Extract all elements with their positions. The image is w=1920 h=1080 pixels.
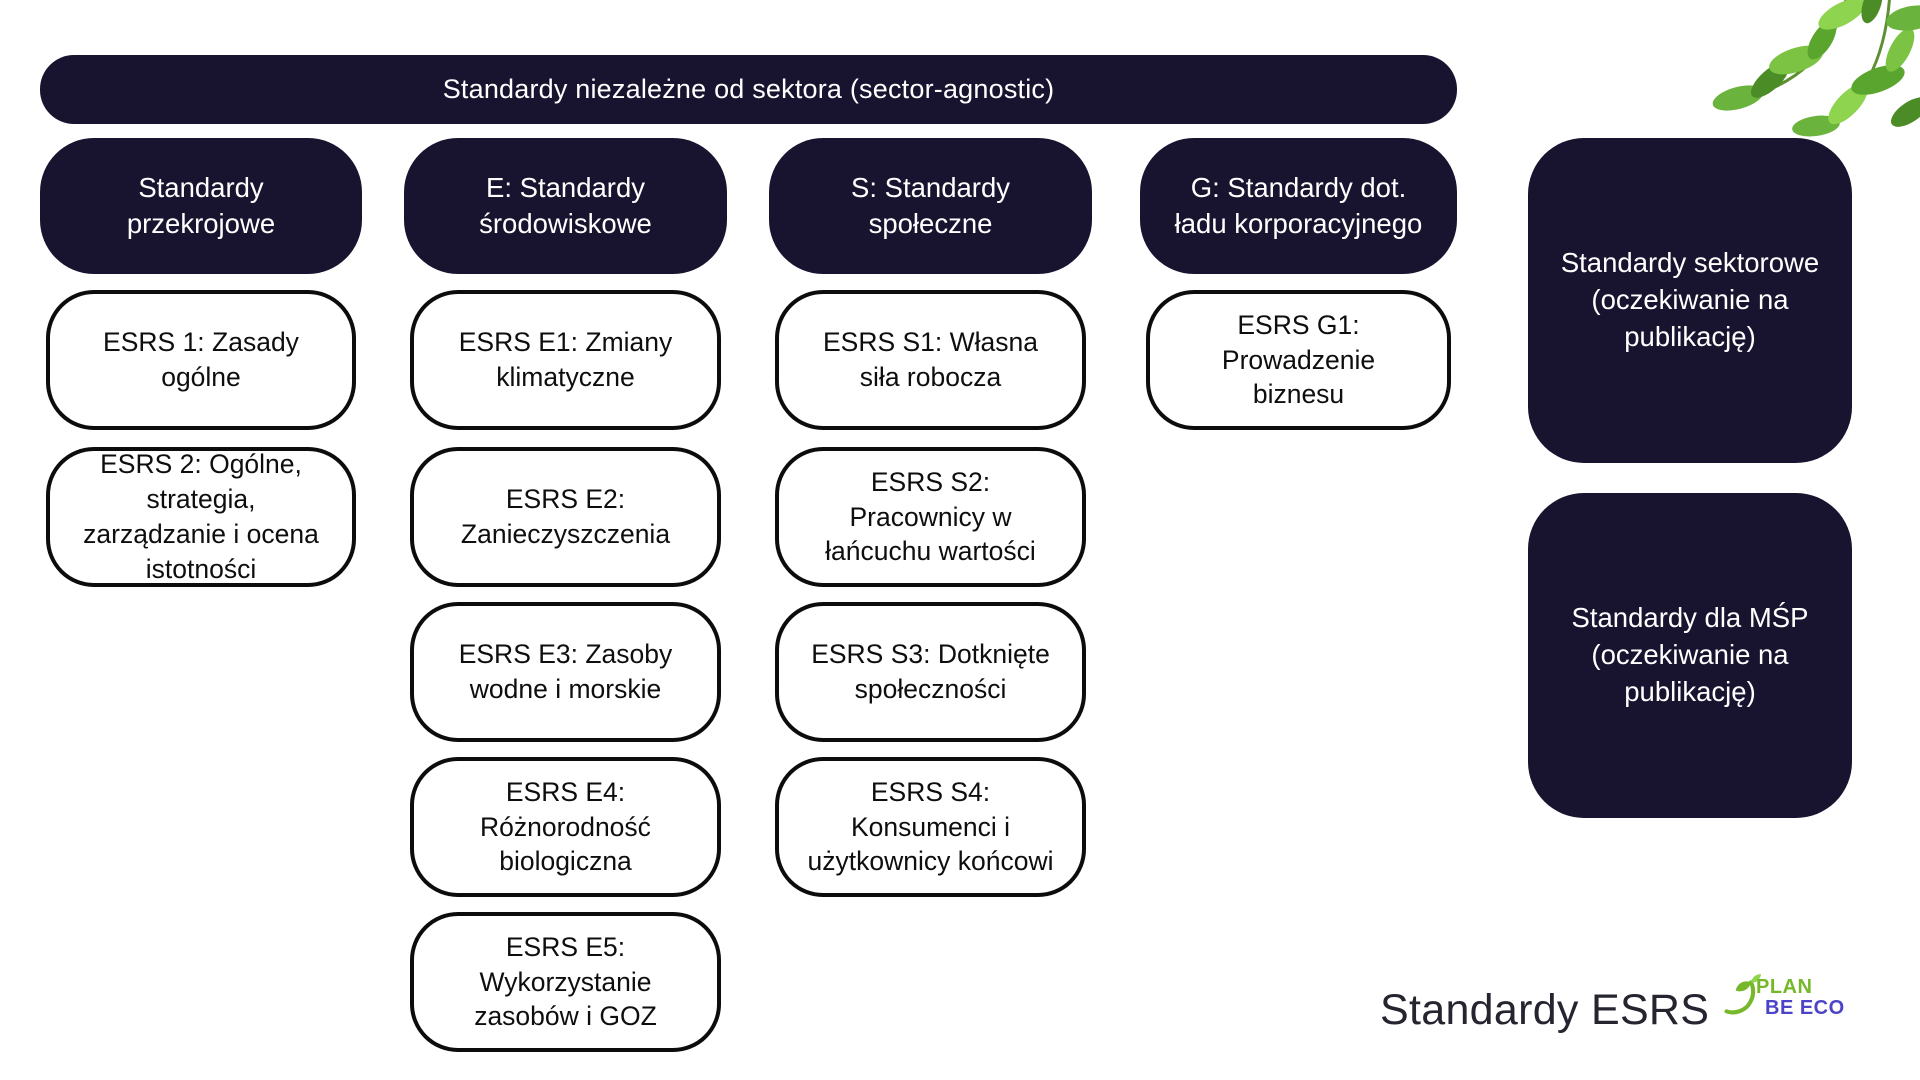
box-label: ESRS S1: Własna siła robocza xyxy=(822,327,1039,392)
logo-plan-text: PLAN xyxy=(1756,976,1813,999)
box-label: ESRS E2: Zanieczyszczenia xyxy=(460,484,671,549)
sprout-leaf-icon xyxy=(1724,974,1762,1015)
header-standardy-przekrojowe: Standardy przekrojowe xyxy=(40,138,362,274)
header-standardy-ladu-korporacyjnego: G: Standardy dot. ładu korporacyjnego xyxy=(1140,138,1457,274)
box-esrs-s4: ESRS S4: Konsumenci i użytkownicy końcow… xyxy=(775,757,1086,897)
logo-beeco-text: BE ECO xyxy=(1765,996,1845,1019)
box-label: ESRS E3: Zasoby wodne i morskie xyxy=(458,639,673,704)
sector-agnostic-banner-label: Standardy niezależne od sektora (sector-… xyxy=(442,74,1055,104)
box-label: ESRS S4: Konsumenci i użytkownicy końcow… xyxy=(807,776,1054,877)
box-label: ESRS E5: Wykorzystanie zasobów i GOZ xyxy=(474,931,657,1032)
header-standardy-srodowiskowe: E: Standardy środowiskowe xyxy=(404,138,727,274)
header-label: G: Standardy dot. ładu korporacyjnego xyxy=(1174,171,1423,239)
box-esrs-s1: ESRS S1: Własna siła robocza xyxy=(775,290,1086,430)
box-esrs-e1: ESRS E1: Zmiany klimatyczne xyxy=(410,290,721,430)
leaves-decoration xyxy=(1712,0,1920,137)
box-label: ESRS S2: Pracownicy w łańcuchu wartości xyxy=(825,466,1036,567)
box-esrs-g1: ESRS G1: Prowadzenie biznesu xyxy=(1146,290,1451,430)
box-standardy-msp: Standardy dla MŚP (oczekiwanie na publik… xyxy=(1528,493,1852,818)
pending-box-label: Standardy sektorowe (oczekiwanie na publ… xyxy=(1560,247,1820,352)
box-esrs-2: ESRS 2: Ogólne, strategia, zarządzanie i… xyxy=(46,447,356,587)
header-label: Standardy przekrojowe xyxy=(126,171,276,239)
box-label: ESRS 1: Zasady ogólne xyxy=(103,327,299,392)
page-title: Standardy ESRS xyxy=(1380,986,1710,1034)
box-label: ESRS 2: Ogólne, strategia, zarządzanie i… xyxy=(83,449,319,584)
box-label: ESRS G1: Prowadzenie biznesu xyxy=(1221,309,1376,410)
header-label: S: Standardy społeczne xyxy=(851,171,1010,239)
box-esrs-s2: ESRS S2: Pracownicy w łańcuchu wartości xyxy=(775,447,1086,587)
box-standardy-sektorowe: Standardy sektorowe (oczekiwanie na publ… xyxy=(1528,138,1852,463)
box-esrs-e4: ESRS E4: Różnorodność biologiczna xyxy=(410,757,721,897)
pending-box-label: Standardy dla MŚP (oczekiwanie na publik… xyxy=(1571,602,1809,707)
header-standardy-spoleczne: S: Standardy społeczne xyxy=(769,138,1092,274)
box-esrs-s3: ESRS S3: Dotknięte społeczności xyxy=(775,602,1086,742)
box-label: ESRS S3: Dotknięte społeczności xyxy=(811,639,1050,704)
box-label: ESRS E1: Zmiany klimatyczne xyxy=(458,327,673,392)
box-esrs-e5: ESRS E5: Wykorzystanie zasobów i GOZ xyxy=(410,912,721,1052)
box-esrs-e3: ESRS E3: Zasoby wodne i morskie xyxy=(410,602,721,742)
box-esrs-e2: ESRS E2: Zanieczyszczenia xyxy=(410,447,721,587)
planbeeco-logo: PLAN BE ECO xyxy=(1722,972,1845,1018)
header-label: E: Standardy środowiskowe xyxy=(479,171,652,239)
sector-agnostic-banner: Standardy niezależne od sektora (sector-… xyxy=(40,55,1457,124)
box-label: ESRS E4: Różnorodność biologiczna xyxy=(480,776,651,877)
box-esrs-1: ESRS 1: Zasady ogólne xyxy=(46,290,356,430)
